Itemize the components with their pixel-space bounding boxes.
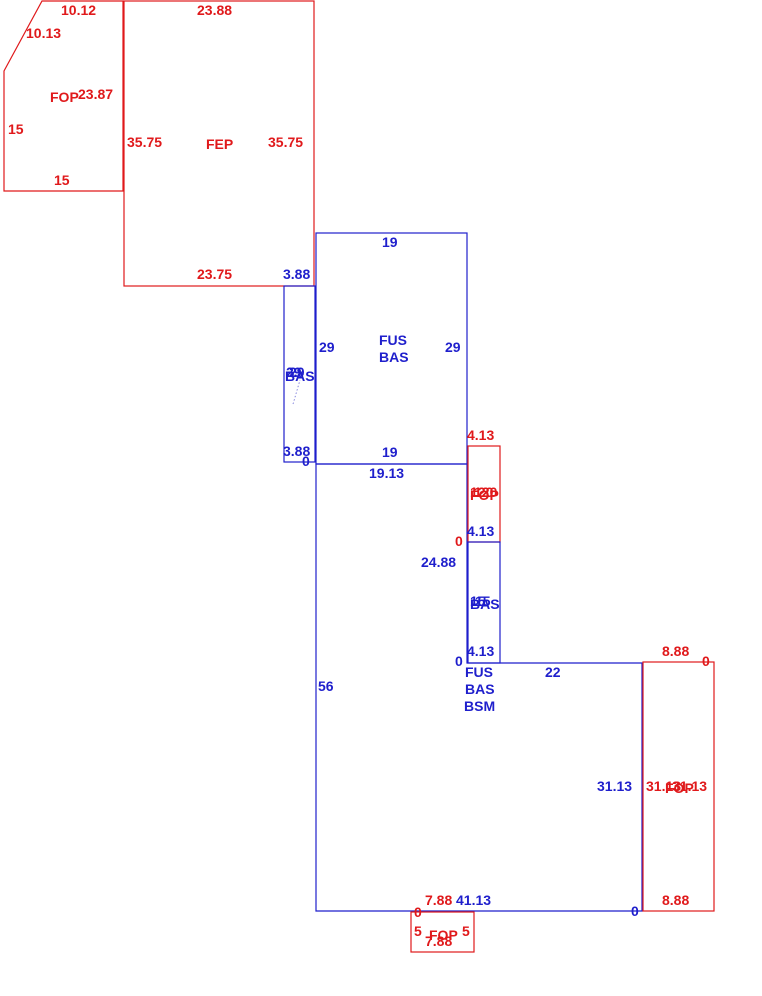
dim-label: 23.87 xyxy=(78,86,113,102)
dim-label: 5 xyxy=(462,923,470,939)
dim-label: 15 xyxy=(475,593,491,609)
dim-label: 8.88 xyxy=(662,643,689,659)
dim-label: 8.88 xyxy=(662,892,689,908)
dim-label: 7.88 xyxy=(425,892,452,908)
dim-label: 0 xyxy=(631,903,639,919)
dim-label: 15 xyxy=(54,172,70,188)
dim-label: 19 xyxy=(382,444,398,460)
bas-mid-shape[interactable] xyxy=(467,541,501,664)
dim-label: 31.13 xyxy=(672,778,707,794)
fus-bas-bsm-shape[interactable] xyxy=(315,463,643,912)
fep-shape[interactable] xyxy=(123,0,315,287)
dim-label: 29 xyxy=(289,364,305,380)
area-label: FUS xyxy=(379,332,407,348)
fop-top-left-shape[interactable] xyxy=(3,0,124,192)
dim-label: 5 xyxy=(414,923,422,939)
dim-label: 29 xyxy=(319,339,335,355)
dim-label: 10.12 xyxy=(61,2,96,18)
dim-label: 15 xyxy=(8,121,24,137)
dim-label: 0 xyxy=(455,653,463,669)
area-label: FOP xyxy=(470,487,499,503)
dim-label: 120 xyxy=(474,484,498,500)
dim-label: 35.75 xyxy=(127,134,162,150)
bas-small-dotted-line xyxy=(292,379,301,405)
dim-label: 0 xyxy=(302,453,310,469)
area-label: BAS xyxy=(465,681,495,697)
dim-label: 23.75 xyxy=(197,266,232,282)
area-label: FOP xyxy=(665,780,694,796)
area-label: FOP xyxy=(50,89,79,105)
dim-label: 31.13 xyxy=(646,778,681,794)
fop-bottom-shape[interactable] xyxy=(410,911,475,953)
dim-label: 35.75 xyxy=(268,134,303,150)
area-label: FOP xyxy=(429,927,458,943)
dim-label: 120 xyxy=(470,484,494,500)
area-label: BAS xyxy=(379,349,409,365)
dim-label: 15 xyxy=(470,593,486,609)
dim-label: 24.88 xyxy=(421,554,456,570)
area-label: BSM xyxy=(464,698,495,714)
dim-label: 4.13 xyxy=(467,523,494,539)
dim-label: 29 xyxy=(286,364,302,380)
dim-label: 41.13 xyxy=(456,892,491,908)
dim-label: 56 xyxy=(318,678,334,694)
dim-label: 0 xyxy=(455,533,463,549)
dim-label: 29 xyxy=(445,339,461,355)
area-label: FEP xyxy=(206,136,233,152)
dim-label: 4.13 xyxy=(467,643,494,659)
dim-label: 4.13 xyxy=(467,427,494,443)
bas-small-shape[interactable] xyxy=(283,285,316,463)
area-label: FUS xyxy=(465,664,493,680)
fop-right-shape[interactable] xyxy=(642,661,715,912)
dim-label: 0 xyxy=(414,904,422,920)
area-label: BAS xyxy=(470,596,500,612)
dim-label: 3.88 xyxy=(283,266,310,282)
dim-label: 0 xyxy=(702,653,710,669)
dim-label: 7.88 xyxy=(425,933,452,949)
dim-label: 19.13 xyxy=(369,465,404,481)
area-label: BAS xyxy=(285,368,315,384)
dim-label: 3.88 xyxy=(283,443,310,459)
dim-label: 31.13 xyxy=(597,778,632,794)
dim-label: 19 xyxy=(382,234,398,250)
dim-label: 22 xyxy=(545,664,561,680)
dim-label: 23.88 xyxy=(197,2,232,18)
dim-label: 10.13 xyxy=(26,25,61,41)
